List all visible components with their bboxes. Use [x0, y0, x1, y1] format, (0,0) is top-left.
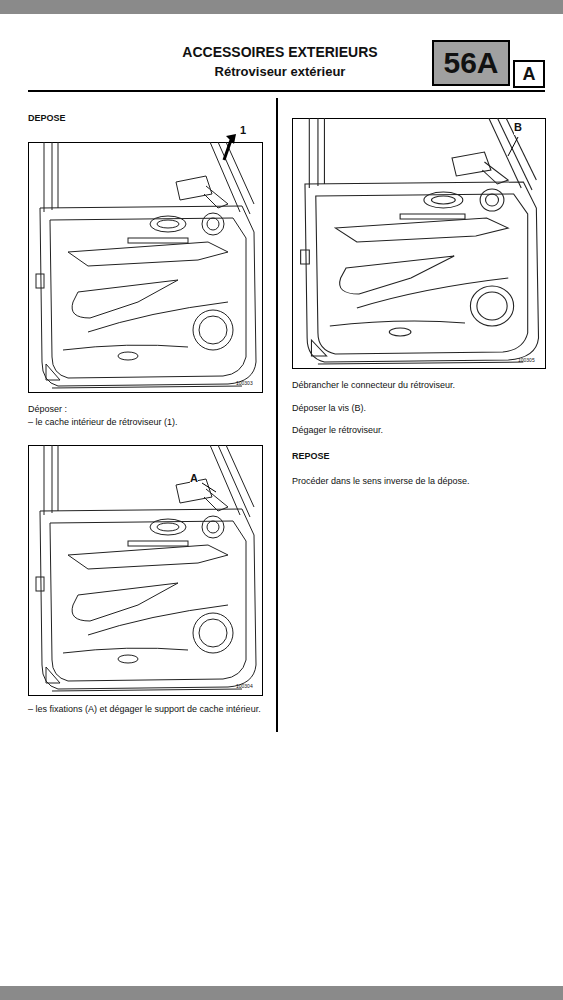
- figure-frame: [293, 119, 546, 369]
- arrow-head: [226, 134, 236, 144]
- leader-line: [508, 137, 518, 156]
- leader-line: [202, 483, 216, 492]
- figure-frame: [29, 143, 263, 393]
- instruction: – le cache intérieur de rétroviseur (1).: [28, 417, 178, 428]
- figure-code: 100305: [518, 357, 535, 363]
- section-heading: REPOSE: [292, 451, 330, 462]
- callout-letter: B: [514, 121, 522, 135]
- instruction: Déposer la vis (B).: [292, 403, 366, 414]
- bottom-bar: [0, 986, 563, 1000]
- door-illustration: [301, 118, 539, 364]
- instruction: Dégager le rétroviseur.: [292, 425, 383, 436]
- door-illustration: [36, 142, 256, 388]
- box-label: 56A: [443, 46, 498, 80]
- instruction: Débrancher le connecteur du rétroviseur.: [292, 380, 455, 391]
- subtitle: Rétroviseur extérieur: [130, 64, 430, 80]
- removal-arrow: [224, 140, 231, 160]
- section-heading: DEPOSE: [28, 113, 66, 124]
- box-label: A: [523, 64, 536, 85]
- section-box: 56A: [432, 40, 510, 86]
- figure-code: 100303: [236, 380, 253, 386]
- callout-letter: A: [190, 472, 198, 486]
- figure-code: 100304: [236, 683, 253, 689]
- instruction: Procéder dans le sens inverse de la dépo…: [292, 476, 470, 487]
- figure-frame: [29, 446, 263, 696]
- instruction: – les fixations (A) et dégager le suppor…: [28, 704, 267, 715]
- variant-box: A: [513, 60, 545, 88]
- header-rule: [28, 90, 545, 92]
- page-title: ACCESSOIRES EXTERIEURS: [130, 44, 430, 62]
- column-rule: [276, 98, 278, 732]
- callout-number: 1: [240, 124, 246, 138]
- instruction: Déposer :: [28, 404, 67, 415]
- top-bar: [0, 0, 563, 14]
- door-illustration: [36, 445, 256, 691]
